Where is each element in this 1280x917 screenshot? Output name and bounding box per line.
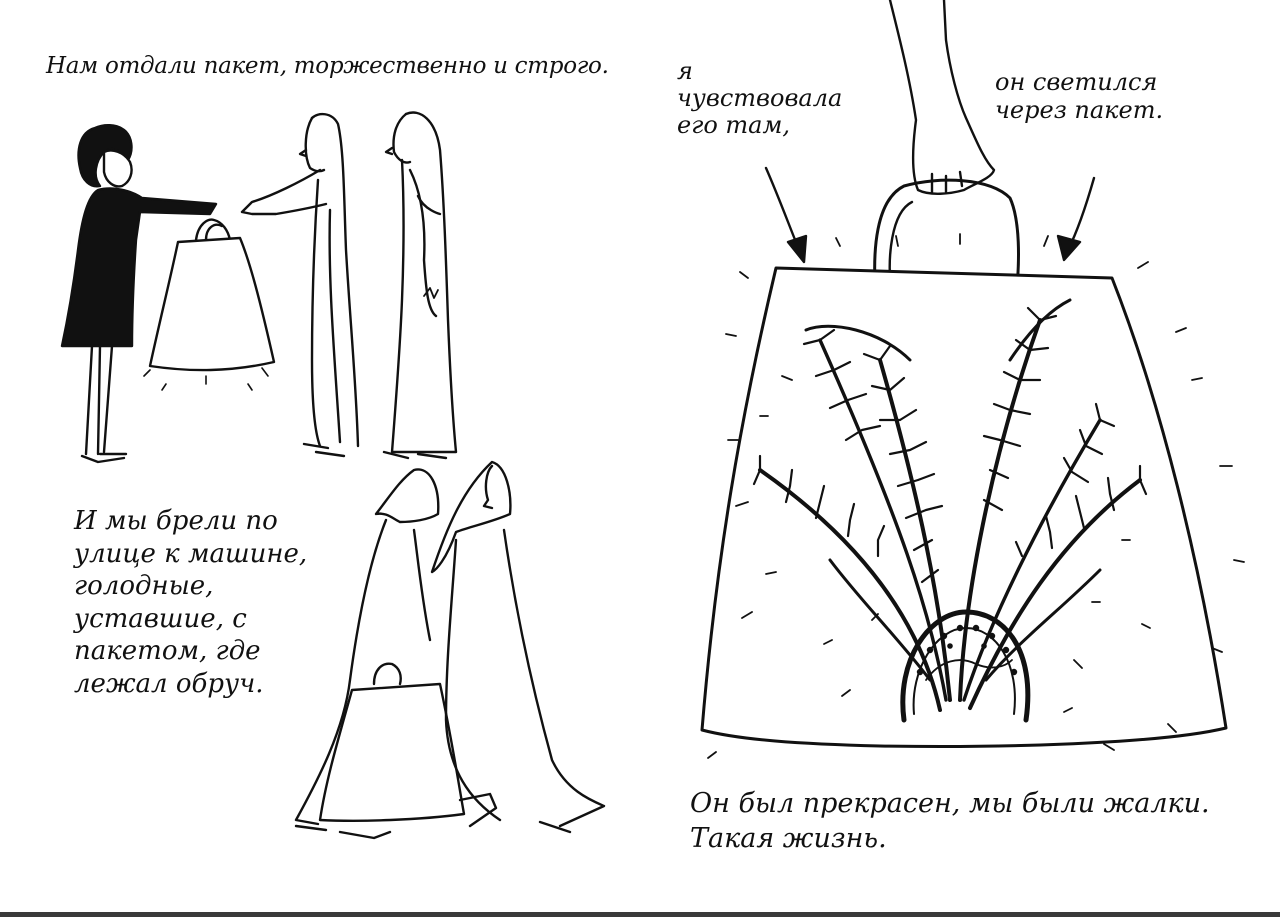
hand-holding-handle [888,0,996,195]
caption-glow: он светился через пакет. [995,68,1164,125]
veiled-figure-reaching [240,112,360,458]
walking-scene [294,460,606,840]
woman-in-black-figure [60,124,218,464]
caption-handover: Нам отдали пакет, торжественно и строго. [46,53,609,79]
walking-figure-front [430,460,606,834]
walking-figure-back [294,468,466,840]
handed-bag [143,218,276,391]
handover-scene [60,111,458,464]
hooded-figure-standing [382,111,458,460]
arrow-left [764,166,808,264]
hoop [900,609,1031,723]
palm-fronds [752,298,1148,712]
caption-felt: я чувствовала его там, [677,57,843,139]
arrow-right [1056,176,1096,262]
glowing-bag [700,266,1228,748]
glow-ticks [707,233,1245,759]
bottom-edge-rule [0,912,1280,917]
caption-final: Он был прекрасен, мы были жалки. Такая ж… [690,788,1210,855]
glowing-bag-scene [700,0,1245,759]
caption-walk: И мы брели по улице к машине, голодные, … [74,506,308,699]
bag-handle [873,178,1020,300]
